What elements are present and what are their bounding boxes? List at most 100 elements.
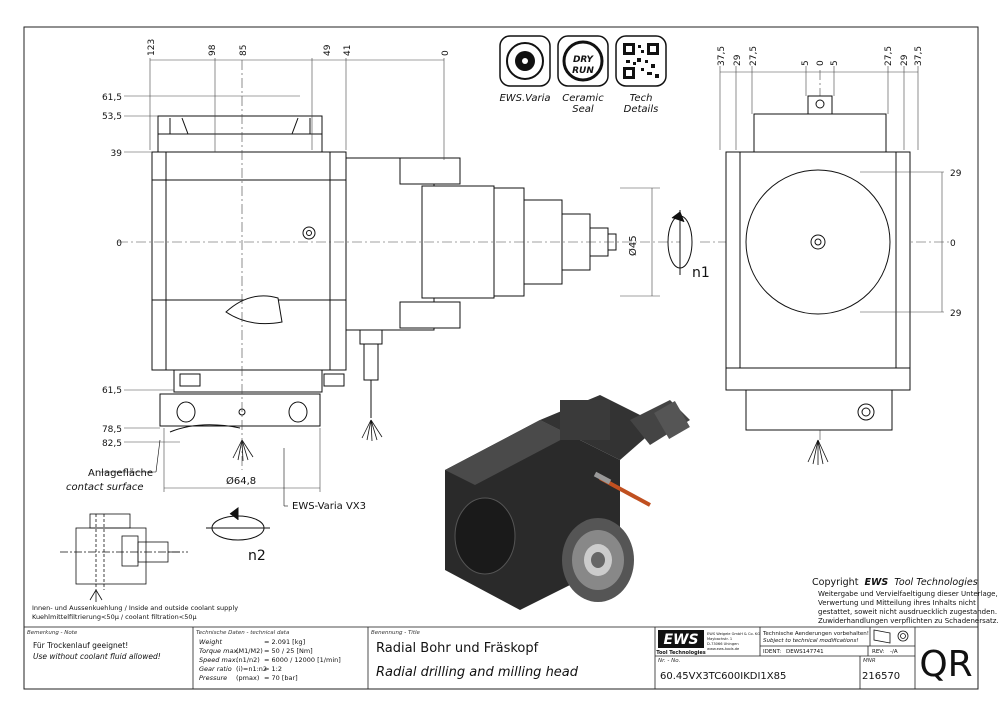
tech-row-3-val: = 1:2 xyxy=(264,665,282,673)
rotation-n2-icon xyxy=(206,507,270,541)
isometric-render xyxy=(445,395,690,610)
copyright-line-2: Verwertung und Mitteilung ihres Inhalts … xyxy=(818,599,976,607)
svg-text:Copyright EWS Tool: Copyright EWS Tool Technologies xyxy=(812,577,978,588)
anlage-de-label: Anlagefläche xyxy=(88,468,153,479)
title-caption: Benennung - Title xyxy=(371,630,421,636)
dim-r-37-5a: 37,5 xyxy=(717,46,727,66)
dim-53-5: 53,5 xyxy=(102,112,122,122)
changes-en: Subject to technical modifications! xyxy=(763,638,859,644)
icon-label-ews-varia: EWS.Varia xyxy=(499,93,550,104)
tech-row-1-sym: (M1/M2) xyxy=(236,647,263,655)
dim-82-5: 82,5 xyxy=(102,439,122,449)
front-dim-lines xyxy=(719,66,944,313)
dim-r-5b: 5 xyxy=(830,60,840,66)
icon-label-details: Details xyxy=(624,104,659,115)
tech-row-3-sym: (i)=n1:n2 xyxy=(236,665,267,673)
icon-label-tech: Tech xyxy=(630,93,653,104)
dim-123: 123 xyxy=(147,39,157,56)
tech-row-1-label: Torque max. xyxy=(199,647,239,655)
tech-row-0-val: = 2.091 [kg] xyxy=(264,638,305,646)
dims-right-side: 29 0 29 xyxy=(950,169,962,319)
company-line-1: EWS Weigele GmbH & Co. KG xyxy=(707,632,760,636)
copyright-rest: Tool Technologies xyxy=(894,577,977,588)
icon-label-ceramic: Ceramic xyxy=(562,93,604,104)
copyright-block: Copyright EWS Tool Technologies Weiterga… xyxy=(812,577,999,625)
mnr-value: 216570 xyxy=(862,671,900,682)
remarks-caption: Bemerkung - Note xyxy=(27,630,78,636)
tech-row-4-val: = 70 [bar] xyxy=(264,674,298,682)
copyright-brand: EWS xyxy=(864,577,888,588)
dim-85: 85 xyxy=(239,45,249,56)
dim-r-27-5a: 27,5 xyxy=(749,46,759,66)
diameter-45-label: Ø45 xyxy=(627,235,639,256)
dim-r-0: 0 xyxy=(816,60,826,66)
ident-label: IDENT: xyxy=(763,649,781,655)
rev-label: REV: xyxy=(872,649,885,655)
copyright-line-1: Weitergabe und Vervielfaeltigung dieser … xyxy=(818,590,998,598)
dim-r-27-5b: 27,5 xyxy=(884,46,894,66)
company-line-2: Maybachstr. 1 xyxy=(707,637,732,641)
n1-label: n1 xyxy=(692,265,710,281)
dim-r-5a: 5 xyxy=(801,60,811,66)
tech-row-2-label: Speed max. xyxy=(199,656,238,664)
coolant-spray-icon xyxy=(232,419,383,462)
projection-symbol-icon xyxy=(873,629,909,644)
dims-top-left: 123 98 85 49 41 0 xyxy=(147,39,451,56)
dim-49: 49 xyxy=(323,44,333,56)
coolant-note-1: Innen- und Aussenkuehlung / Inside and o… xyxy=(32,604,238,612)
front-spray-icon xyxy=(807,439,829,465)
company-line-4: www.ews-tools.de xyxy=(707,647,740,651)
rev-value: -/A xyxy=(890,649,898,655)
coolant-note-2: Kuehlmittelfiltrierung<50µ / coolant fil… xyxy=(32,613,197,621)
dims-top-right: 37,5 29 27,5 5 0 5 27,5 29 37,5 xyxy=(717,46,924,66)
dim-r-29b: 29 xyxy=(900,54,910,66)
copyright-prefix: Copyright xyxy=(812,577,859,588)
tech-row-0-label: Weight xyxy=(199,638,222,646)
dim-61-5-bottom: 61,5 xyxy=(102,386,122,396)
tech-row-4-label: Pressure xyxy=(199,674,227,682)
front-view xyxy=(725,95,911,431)
dim-r-37-5b: 37,5 xyxy=(914,46,924,66)
tech-row-2-sym: (n1/n2) xyxy=(236,656,260,664)
remarks-de: Für Trockenlauf geeignet! xyxy=(33,641,128,650)
dim-78-5: 78,5 xyxy=(102,425,122,435)
dim-98: 98 xyxy=(208,44,218,56)
ews-varia-vx3-label: EWS-Varia VX3 xyxy=(292,501,366,512)
dim-rs-29b: 29 xyxy=(950,309,962,319)
dim-39: 39 xyxy=(111,149,123,159)
dim-rs-29a: 29 xyxy=(950,169,962,179)
rotation-n1-icon xyxy=(667,210,693,275)
dim-rs-0: 0 xyxy=(950,239,956,249)
tech-caption: Technische Daten - technical data xyxy=(196,630,290,636)
qr-mark: QR xyxy=(919,644,972,685)
ews-logo xyxy=(658,630,704,648)
icon-label-seal: Seal xyxy=(572,104,594,115)
tech-row-3-label: Gear ratio xyxy=(199,665,232,673)
copyright-line-4: Zuwiderhandlungen verpflichten zu Schade… xyxy=(818,617,999,625)
tech-row-1-val: = 50 / 25 [Nm] xyxy=(264,647,313,655)
title-en: Radial drilling and milling head xyxy=(376,665,579,680)
run-label: RUN xyxy=(572,66,594,76)
company-line-3: D-73066 Uhingen xyxy=(707,642,739,646)
title-de: Radial Bohr und Fräskopf xyxy=(376,641,539,656)
ident-value: DEWS147741 xyxy=(786,649,824,655)
coolant-schematic xyxy=(60,513,188,602)
dim-r-29a: 29 xyxy=(733,54,743,66)
tech-data-table: Weight = 2.091 [kg] Torque max. (M1/M2) … xyxy=(199,638,341,682)
changes-de: Technische Aenderungen vorbehalten! xyxy=(762,631,869,637)
tech-row-2-val: = 6000 / 12000 [1/min] xyxy=(264,656,341,664)
dimension-lines xyxy=(124,58,660,492)
mnr-caption: MNR xyxy=(863,658,876,664)
part-number: 60.45VX3TC600IKDI1X85 xyxy=(660,671,786,682)
tech-row-4-sym: (pmax) xyxy=(236,674,259,682)
ews-logo-text: EWS xyxy=(663,632,698,648)
dims-left-side: 61,5 53,5 39 0 61,5 78,5 82,5 xyxy=(102,93,122,449)
dim-61-5-top: 61,5 xyxy=(102,93,122,103)
dim-0-top: 0 xyxy=(441,50,451,56)
anlage-en-label: contact surface xyxy=(66,482,144,493)
diameter-64-label: Ø64,8 xyxy=(226,475,256,487)
dry-label: DRY xyxy=(573,55,595,65)
remarks-en: Use without coolant fluid allowed! xyxy=(33,652,161,661)
nr-caption: Nr. - No. xyxy=(658,658,681,664)
